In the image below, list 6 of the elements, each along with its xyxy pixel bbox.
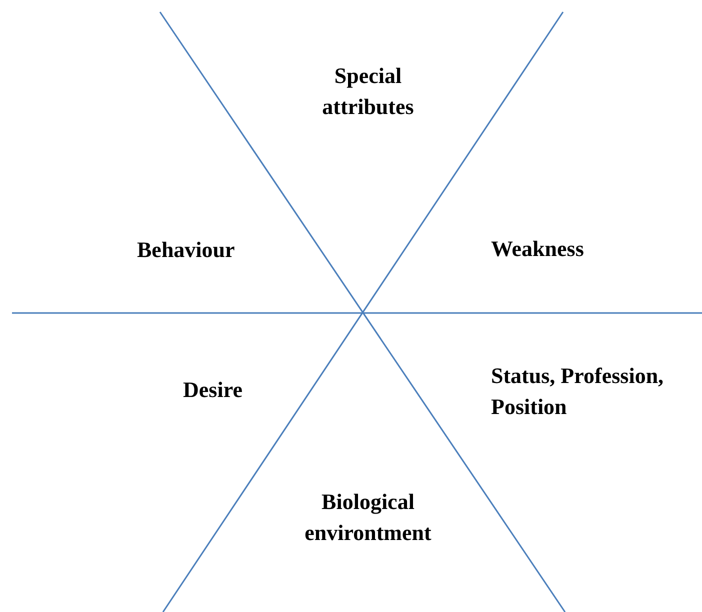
sector-label: Special attributes [321, 62, 415, 121]
sector-label: Biological environtment [304, 488, 432, 547]
sector-label: Weakness [491, 235, 585, 263]
sector-label: Behaviour [137, 236, 236, 264]
sector-label: Desire [183, 376, 244, 404]
sector-label: Status, Profession, Position [491, 362, 665, 421]
